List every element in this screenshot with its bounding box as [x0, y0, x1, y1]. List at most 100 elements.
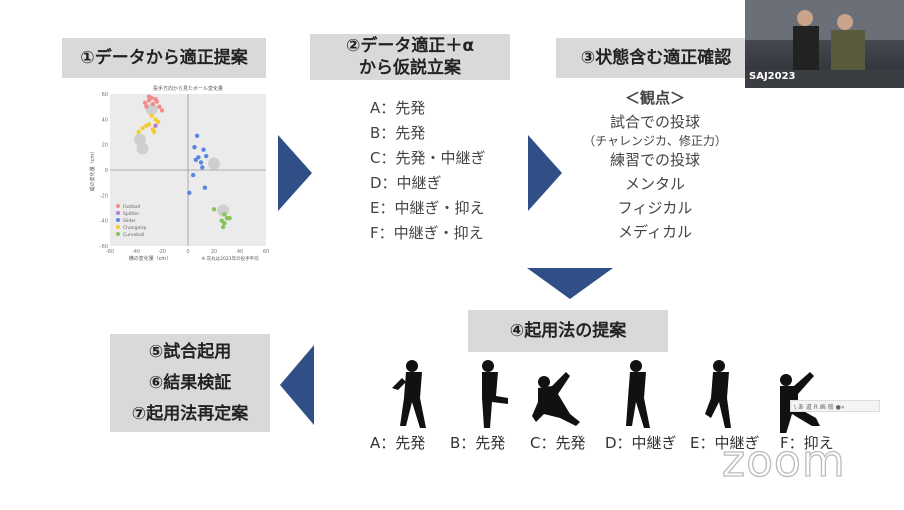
legend-marker [116, 218, 120, 222]
legend-label: Splitter [123, 211, 140, 217]
data-point-slider [202, 185, 208, 190]
y-tick-label: -20 [100, 193, 108, 199]
legend-marker [116, 204, 120, 208]
x-axis-label: 横の変化量（cm） [129, 255, 172, 262]
y-tick-label: 20 [102, 143, 108, 149]
viewpoint-item: メディカル [618, 223, 692, 241]
chart-note: ※ 灰丸は2021年の投手平均 [201, 255, 259, 262]
y-tick-label: 0 [105, 168, 108, 174]
data-point-slider [194, 133, 200, 138]
viewpoint-item: （チャレンジカ、修正力） [583, 134, 727, 148]
viewpoint-title: ＜観点＞ [624, 89, 685, 107]
pitcher-label: A：先発 [370, 434, 426, 452]
arrow-down [527, 268, 613, 299]
pitcher-silhouette-b [482, 360, 508, 428]
data-point-fastball [142, 100, 148, 106]
data-point-changeup [149, 113, 154, 118]
x-tick-label: 0 [186, 249, 189, 255]
data-point-fastball [150, 101, 156, 107]
y-tick-label: 40 [102, 117, 108, 123]
pitcher-silhouette-d [626, 360, 650, 428]
step-7-label: ⑦起用法再定案 [131, 403, 249, 424]
data-point-slider [198, 160, 204, 165]
viewpoint-item: 試合での投球 [609, 113, 700, 131]
y-tick-label: 60 [102, 92, 108, 98]
average-point [136, 142, 149, 155]
viewpoint-list: ＜観点＞ 試合での投球 （チャレンジカ、修正力） 練習での投球 メンタル フィジ… [565, 86, 745, 244]
step-2-label-line2: から仮説立案 [359, 58, 461, 78]
data-point-changeup [140, 126, 145, 131]
pitcher-silhouettes [392, 360, 820, 433]
pitcher-silhouette-a [392, 360, 426, 428]
pitcher-silhouette-c [532, 372, 580, 426]
data-point-fastball [146, 94, 152, 99]
data-point-fastball [144, 104, 149, 109]
arrow-right-2 [528, 135, 562, 211]
data-point-slider [201, 147, 206, 152]
hypothesis-item: C：先発・中継ぎ [370, 149, 486, 167]
arrow-right-1 [278, 135, 312, 211]
average-point [208, 157, 220, 170]
y-tick-label: -60 [100, 244, 108, 250]
data-point-curveball [222, 221, 227, 226]
zoom-watermark: zoom [721, 435, 846, 487]
x-tick-label: 60 [263, 249, 269, 255]
hypothesis-item: E：中継ぎ・抑え [370, 199, 485, 217]
pitcher-silhouette-f [780, 372, 820, 433]
step-1-label: ①データから適正提案 [80, 48, 248, 68]
step-2-label-line1: ②データ適正＋α [345, 36, 475, 56]
chart-title: 投手方向から見たボール変化量 [153, 85, 223, 92]
pitcher-label: E：中継ぎ [690, 434, 760, 452]
data-point-curveball [227, 215, 232, 221]
viewpoint-item: フィジカル [617, 199, 693, 217]
legend-marker [116, 232, 120, 236]
arrow-left [280, 345, 314, 425]
pitcher-label: F：抑え [780, 434, 834, 452]
data-point-fastball [159, 108, 165, 113]
data-point-slider [187, 190, 192, 195]
x-tick-label: -40 [132, 249, 140, 255]
legend-marker [116, 225, 120, 229]
data-point-slider [200, 165, 205, 170]
average-point [145, 103, 158, 116]
hypothesis-list: A：先発 B：先発 C：先発・中継ぎ D：中継ぎ E：中継ぎ・抑え F：中継ぎ・… [370, 96, 485, 246]
hypothesis-item: A：先発 [370, 99, 426, 117]
hypothesis-item: F：中継ぎ・抑え [370, 224, 484, 242]
legend-marker [116, 211, 120, 215]
pitcher-label: B：先発 [450, 434, 506, 452]
legend-label: ChangeUp [123, 225, 147, 231]
data-point-changeup [155, 119, 161, 125]
x-tick-label: -20 [158, 249, 166, 255]
hypothesis-item: D：中継ぎ [370, 174, 442, 192]
y-axis-label: 縦の変化量（cm） [89, 149, 96, 192]
data-point-curveball [211, 207, 217, 212]
viewpoint-item: 練習での投球 [609, 151, 700, 169]
step-3-label: ③状態含む適正確認 [580, 48, 732, 68]
data-point-splitter [153, 123, 158, 128]
ball-movement-chart: -60-60-40-40-20-2000202040406060投手方向から見た… [89, 85, 269, 262]
data-point-changeup [152, 129, 157, 135]
data-point-changeup [144, 123, 149, 128]
hypothesis-item: B：先発 [370, 124, 426, 142]
legend-label: Fastball [123, 204, 140, 210]
ime-toolbar[interactable]: \ あ 道 R 画 般 ●» [790, 400, 880, 412]
legend-label: Slider [123, 218, 136, 224]
step-4-label: ④起用法の提案 [509, 321, 627, 341]
legend-label: Curveball [123, 232, 144, 238]
data-point-slider [204, 153, 209, 159]
x-tick-label: -60 [106, 249, 114, 255]
video-thumbnail[interactable]: SAJ2023 [745, 0, 904, 88]
speakers-image [745, 0, 904, 88]
x-tick-label: 20 [211, 249, 217, 255]
steps-5-7-box: ⑤試合起用 ⑥結果検証 ⑦起用法再定案 [110, 334, 270, 432]
ime-toolbar-items[interactable]: \ あ 道 R 画 般 ●» [794, 403, 845, 411]
data-point-curveball [222, 212, 227, 217]
data-point-slider [191, 172, 196, 178]
pitcher-label: C：先発 [530, 434, 586, 452]
data-point-slider [193, 157, 198, 163]
pitcher-silhouette-e [705, 360, 731, 428]
pitcher-label: D：中継ぎ [605, 434, 677, 452]
viewpoint-item: メンタル [624, 175, 685, 193]
data-point-fastball [154, 99, 159, 104]
